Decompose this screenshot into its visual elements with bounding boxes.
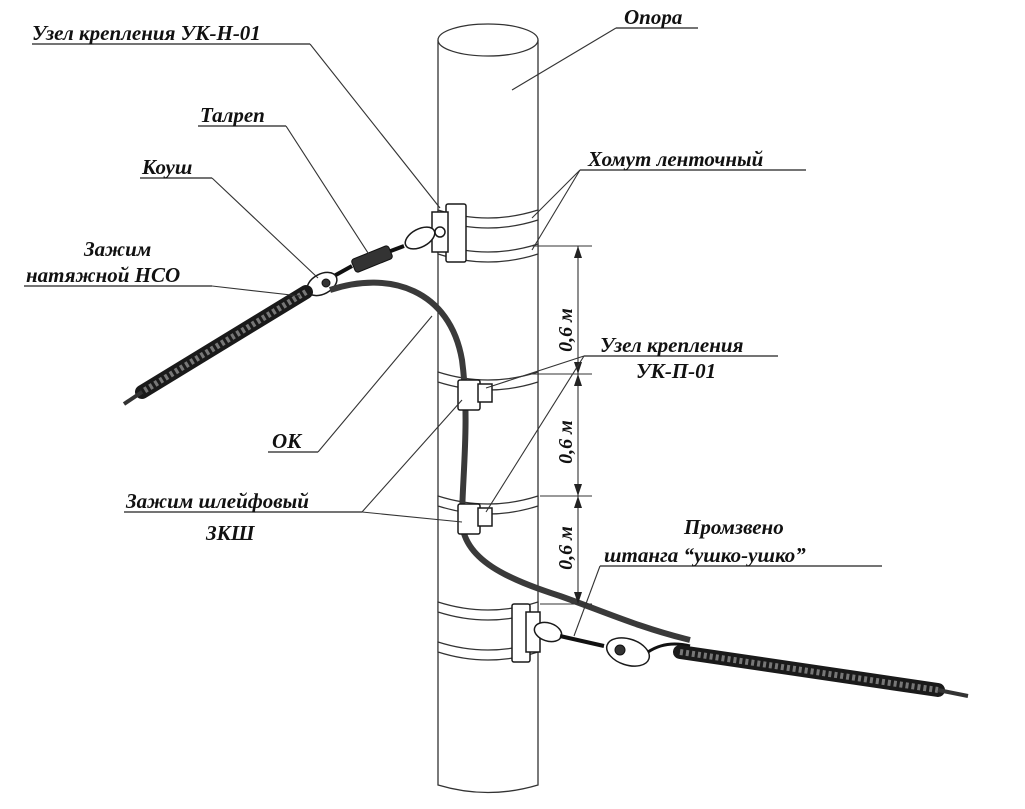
dimension-label-1: 0,6 м xyxy=(555,308,577,352)
label-promzveno-line2: штанга “ушко-ушко” xyxy=(604,543,806,567)
label-zksh-line2: ЗКШ xyxy=(205,521,256,545)
label-ok: ОК xyxy=(272,429,303,453)
turnbuckle-assembly xyxy=(306,226,436,297)
label-opora: Опора xyxy=(624,5,682,29)
anchor-uk-n-01 xyxy=(431,203,467,263)
lower-anchor-assembly xyxy=(511,603,691,667)
dead-end-lower xyxy=(673,645,969,698)
label-talrep: Талреп xyxy=(200,103,265,127)
label-zksh-line1: Зажим шлейфовый xyxy=(125,489,309,513)
label-promzveno-line1: Промзвено xyxy=(683,515,784,539)
label-zazhim-nso-line2: натяжной НСО xyxy=(26,263,180,287)
dimension-label-2: 0,6 м xyxy=(555,420,577,464)
label-uk-p-01-line1: Узел крепления xyxy=(600,333,744,357)
label-khomut: Хомут ленточный xyxy=(587,147,763,171)
label-koush: Коуш xyxy=(141,155,192,179)
pole xyxy=(437,23,539,794)
intermediate-clamps xyxy=(457,379,493,535)
dimension-label-3: 0,6 м xyxy=(555,526,577,570)
leader-lines xyxy=(24,27,882,637)
labels: Узел крепления УК-Н-01 Опора Талреп Коуш… xyxy=(26,5,806,567)
label-uk-n-01: Узел крепления УК-Н-01 xyxy=(32,21,261,45)
dimension-lines xyxy=(530,245,592,605)
label-uk-p-01-line2: УК-П-01 xyxy=(636,359,716,383)
dead-end-upper xyxy=(122,285,313,406)
label-zazhim-nso-line1: Зажим xyxy=(83,237,151,261)
